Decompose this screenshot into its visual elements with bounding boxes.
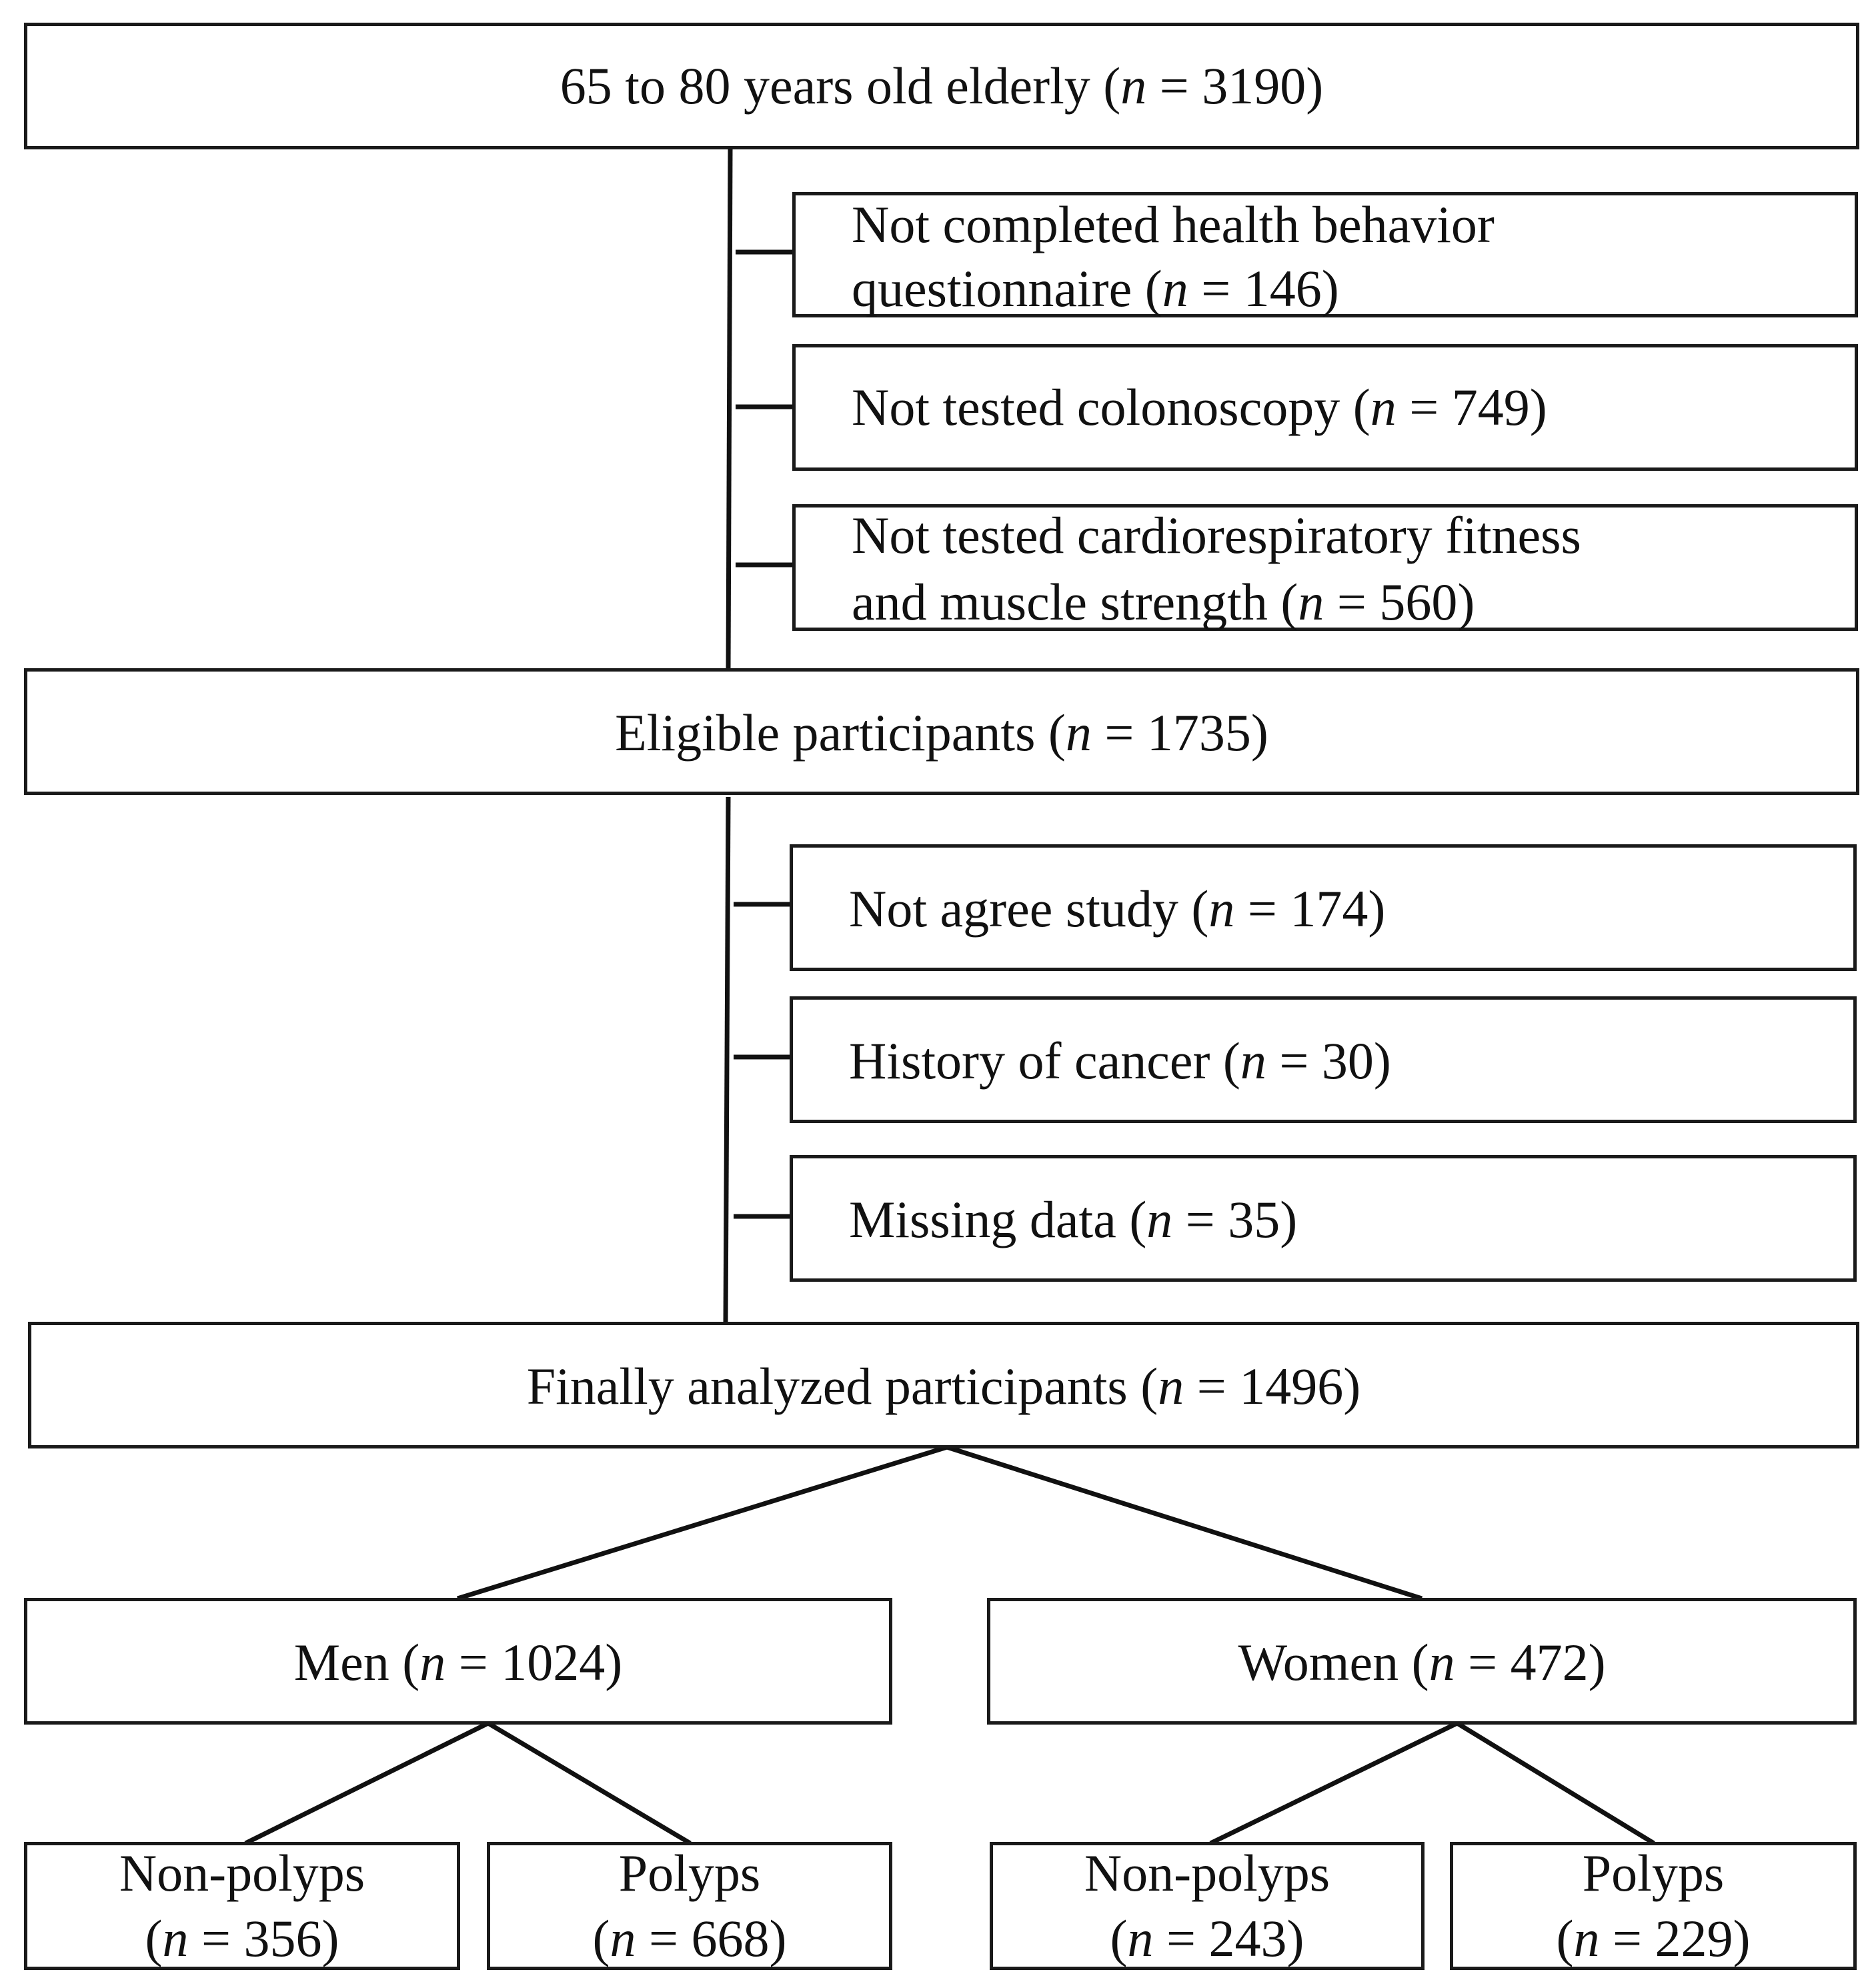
- exclusion-box-questionnaire: Not completed health behavior questionna…: [792, 192, 1858, 317]
- split-line-women: [946, 1444, 1423, 1601]
- exclusion-box-cancer-history: History of cancer (n = 30): [790, 996, 1857, 1123]
- subgroup-count: (n = 243): [1110, 1909, 1304, 1967]
- women-nonpolyps-box: Non-polyps (n = 243): [990, 1842, 1425, 1970]
- men-polyps-box: Polyps (n = 668): [487, 1842, 892, 1970]
- subgroup-count: (n = 229): [1556, 1909, 1751, 1967]
- exclusion-label: Not tested colonoscopy (n = 749): [852, 378, 1547, 436]
- initial-population-box: 65 to 80 years old elderly (n = 3190): [24, 23, 1859, 149]
- subgroup-label: Polyps: [1582, 1844, 1725, 1902]
- exclusion-label-line1: Not tested cardiorespiratory fitness: [852, 506, 1581, 564]
- men-box: Men (n = 1024): [24, 1598, 892, 1725]
- split-line-women-polyps: [1456, 1721, 1655, 1845]
- subgroup-count: (n = 356): [145, 1909, 339, 1967]
- split-line-men-nonpolyps: [244, 1721, 490, 1846]
- split-line-women-nonpolyps: [1209, 1721, 1459, 1846]
- men-label: Men (n = 1024): [293, 1633, 623, 1691]
- subgroup-count: (n = 668): [592, 1909, 787, 1967]
- initial-population-label: 65 to 80 years old elderly (n = 3190): [560, 57, 1324, 115]
- women-box: Women (n = 472): [987, 1598, 1857, 1725]
- exclusion-label: Not agree study (n = 174): [849, 880, 1386, 938]
- subgroup-label: Non-polyps: [1084, 1844, 1330, 1902]
- eligible-participants-box: Eligible participants (n = 1735): [24, 668, 1859, 795]
- exclusion-box-fitness: Not tested cardiorespiratory fitness and…: [792, 504, 1858, 631]
- trunk-line-2: [723, 796, 731, 1324]
- exclusion-label: Missing data (n = 35): [849, 1190, 1298, 1248]
- women-label: Women (n = 472): [1238, 1633, 1606, 1691]
- eligible-participants-label: Eligible participants (n = 1735): [615, 704, 1268, 762]
- split-line-men: [456, 1444, 948, 1601]
- trunk-line-1: [726, 147, 733, 669]
- exclusion-label-line1: Not completed health behavior: [852, 195, 1495, 253]
- exclusion-box-colonoscopy: Not tested colonoscopy (n = 749): [792, 344, 1858, 471]
- exclusion-box-not-agree: Not agree study (n = 174): [790, 844, 1857, 971]
- exclusion-box-missing-data: Missing data (n = 35): [790, 1155, 1857, 1282]
- women-polyps-box: Polyps (n = 229): [1450, 1842, 1857, 1970]
- exclusion-label: History of cancer (n = 30): [849, 1032, 1391, 1090]
- exclusion-label-line2: and muscle strength (n = 560): [852, 573, 1475, 631]
- men-nonpolyps-box: Non-polyps (n = 356): [24, 1842, 460, 1970]
- subgroup-label: Non-polyps: [119, 1844, 365, 1902]
- exclusion-label-line2: questionnaire (n = 146): [852, 259, 1339, 317]
- subgroup-label: Polyps: [618, 1844, 761, 1902]
- split-line-men-polyps: [487, 1721, 692, 1846]
- final-participants-box: Finally analyzed participants (n = 1496): [28, 1322, 1859, 1448]
- final-participants-label: Finally analyzed participants (n = 1496): [526, 1357, 1361, 1415]
